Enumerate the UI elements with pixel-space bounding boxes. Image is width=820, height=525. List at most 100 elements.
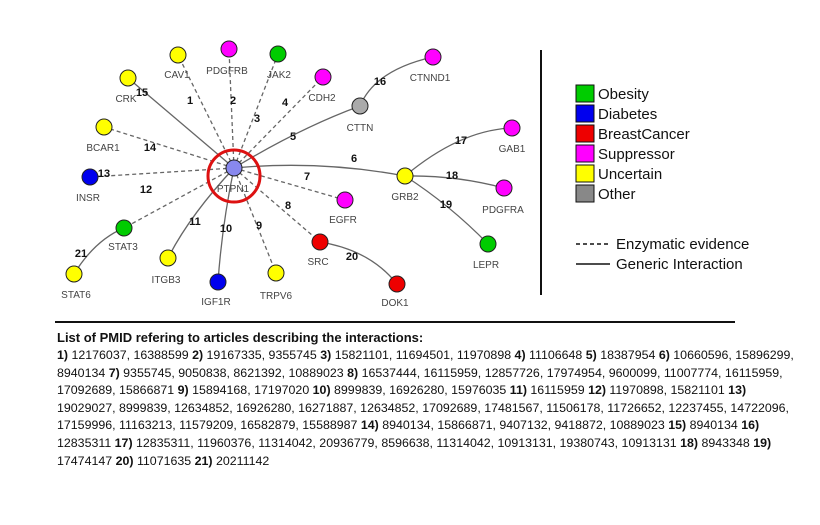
legend-swatch-diabetes [575, 104, 595, 123]
pmid-entry-number: 4) [514, 348, 526, 362]
pmid-entry: 19) 17474147 [57, 436, 771, 468]
pmid-entry: 14) 8940134, 15866871, 9407132, 9418872,… [361, 418, 668, 432]
edge-number-13: 13 [98, 168, 110, 180]
legend-label-diabetes: Diabetes [598, 106, 657, 123]
node-grb2 [396, 167, 414, 185]
pmid-entry-ids: 19167335, 9355745 [203, 348, 321, 362]
pmid-entry: 21) 20211142 [195, 454, 270, 468]
pmid-entry-number: 11) [509, 383, 527, 398]
edge-number-18: 18 [446, 170, 458, 182]
pmid-entry: 4) 11106648 [515, 348, 586, 362]
legend-swatch-breastcancer [575, 124, 595, 143]
pmid-entry: 9) 15894168, 17197020 [178, 383, 313, 397]
pmid-entry-ids: 11071635 [133, 453, 195, 468]
legend-swatch-suppressor [575, 144, 595, 163]
legend-label-other: Other [598, 186, 636, 203]
legend: ObesityDiabetesBreastCancerSuppressorUnc… [575, 84, 749, 273]
node-label-insr: INSR [76, 193, 100, 204]
node-label-dok1: DOK1 [381, 298, 409, 309]
pmid-entry-number: 3) [320, 348, 332, 362]
edge-number-2: 2 [230, 95, 236, 107]
edge-ptpn1-cdh2 [233, 76, 324, 169]
node-label-src: SRC [307, 257, 328, 268]
node-label-bcar1: BCAR1 [86, 143, 120, 154]
pmid-entry-number: 8) [347, 365, 359, 380]
node-ptpn1 [225, 159, 243, 177]
node-label-egfr: EGFR [329, 215, 357, 226]
ptpn1-highlight-circle [206, 148, 262, 204]
section-rule [55, 321, 735, 323]
node-cdh2 [314, 68, 332, 86]
node-insr [81, 168, 99, 186]
node-label-cdh2: CDH2 [308, 93, 336, 104]
edge-ptpn1-src [233, 167, 321, 243]
pmid-entry-number: 5) [585, 348, 597, 362]
pmid-entry-number: 13) [728, 383, 747, 398]
edge-number-1: 1 [187, 95, 193, 107]
node-label-igf1r: IGF1R [201, 297, 230, 308]
pmid-entry-number: 10) [312, 383, 331, 398]
edge-number-10: 10 [220, 223, 232, 235]
edge-number-17: 17 [455, 135, 467, 147]
edge-ptpn1-igf1r [217, 167, 235, 283]
pmid-entry: 20) 11071635 [116, 454, 195, 468]
pmid-entry-ids: 20211142 [212, 453, 270, 468]
node-lepr [479, 235, 497, 253]
legend-label-obesity: Obesity [598, 86, 649, 103]
pmid-entry-ids: 18387954 [596, 348, 659, 362]
node-label-ptpn1: PTPN1 [217, 184, 250, 195]
edge-number-20: 20 [346, 251, 358, 263]
pmid-entry-number: 2) [192, 348, 204, 362]
pmid-entry-number: 20) [115, 453, 134, 468]
pmid-entry-ids: 9355745, 9050838, 8621392, 10889023 [119, 365, 348, 380]
pmid-entry: 10) 8999839, 16926280, 15976035 [313, 383, 510, 397]
edge-number-3: 3 [254, 113, 260, 125]
edge-number-5: 5 [290, 131, 296, 143]
pmid-entry-ids: 10660596, 15896299, 8940134 [57, 348, 794, 380]
pmid-entry: 6) 10660596, 15896299, 8940134 [57, 348, 794, 380]
pmid-entry: 18) 8943348 [680, 436, 753, 450]
edge-number-14: 14 [144, 142, 157, 154]
edge-number-11: 11 [189, 216, 201, 228]
pmid-entry-ids: 17474147 [57, 453, 116, 468]
pmid-entry: 5) 18387954 [586, 348, 659, 362]
pmid-list: 1) 12176037, 16388599 2) 19167335, 93557… [57, 347, 797, 470]
pmid-entry-ids: 8999839, 16926280, 15976035 [330, 383, 510, 398]
pmid-entry-ids: 12835311, 11960376, 11314042, 20936779, … [132, 435, 681, 450]
edge-ptpn1-itgb3 [167, 167, 235, 259]
pmid-entry-number: 18) [680, 435, 699, 450]
pmid-entry: 1) 12176037, 16388599 [57, 348, 192, 362]
node-stat6 [65, 265, 83, 283]
node-label-pdgfrb: PDGFRB [206, 66, 248, 77]
node-cttn [351, 97, 369, 115]
pmid-entry: 11) 16115959 [510, 383, 588, 397]
pmid-entry-ids: 15894168, 17197020 [188, 383, 313, 398]
edge-ptpn1-cav1 [177, 54, 235, 169]
node-ctnnd1 [424, 48, 442, 66]
edge-ptpn1-crk [127, 77, 235, 169]
edge-grb2-lepr [404, 175, 489, 245]
node-label-stat3: STAT3 [108, 242, 138, 253]
edge-ptpn1-pdgfrb [228, 48, 235, 169]
pmid-entry-ids: 8940134 [686, 418, 742, 433]
pmid-entry-number: 21) [194, 453, 213, 468]
node-label-ctnnd1: CTNND1 [410, 73, 451, 84]
pmid-entry: 16) 12835311 [57, 418, 759, 450]
legend-swatch-other [575, 184, 595, 203]
pmid-entry-ids: 12176037, 16388599 [68, 348, 193, 362]
legend-label-uncertain: Uncertain [598, 166, 662, 183]
pmid-entry-number: 6) [658, 348, 670, 362]
edge-number-19: 19 [440, 199, 452, 211]
node-pdgfrb [220, 40, 238, 58]
edge-ptpn1-bcar1 [103, 126, 235, 169]
legend-label-breastcancer: BreastCancer [598, 126, 690, 143]
node-stat3 [115, 219, 133, 237]
node-label-trpv6: TRPV6 [260, 291, 293, 302]
edge-grb2-gab1 [404, 127, 513, 177]
pmid-entry-ids: 16537444, 16115959, 12857726, 17974954, … [57, 365, 783, 398]
node-label-grb2: GRB2 [391, 192, 419, 203]
pmid-entry-number: 9) [177, 383, 189, 398]
pmid-entry: 12) 11970898, 15821101 [588, 383, 728, 397]
pmid-entry: 7) 9355745, 9050838, 8621392, 10889023 [109, 366, 347, 380]
pmid-entry-ids: 11106648 [525, 348, 586, 362]
